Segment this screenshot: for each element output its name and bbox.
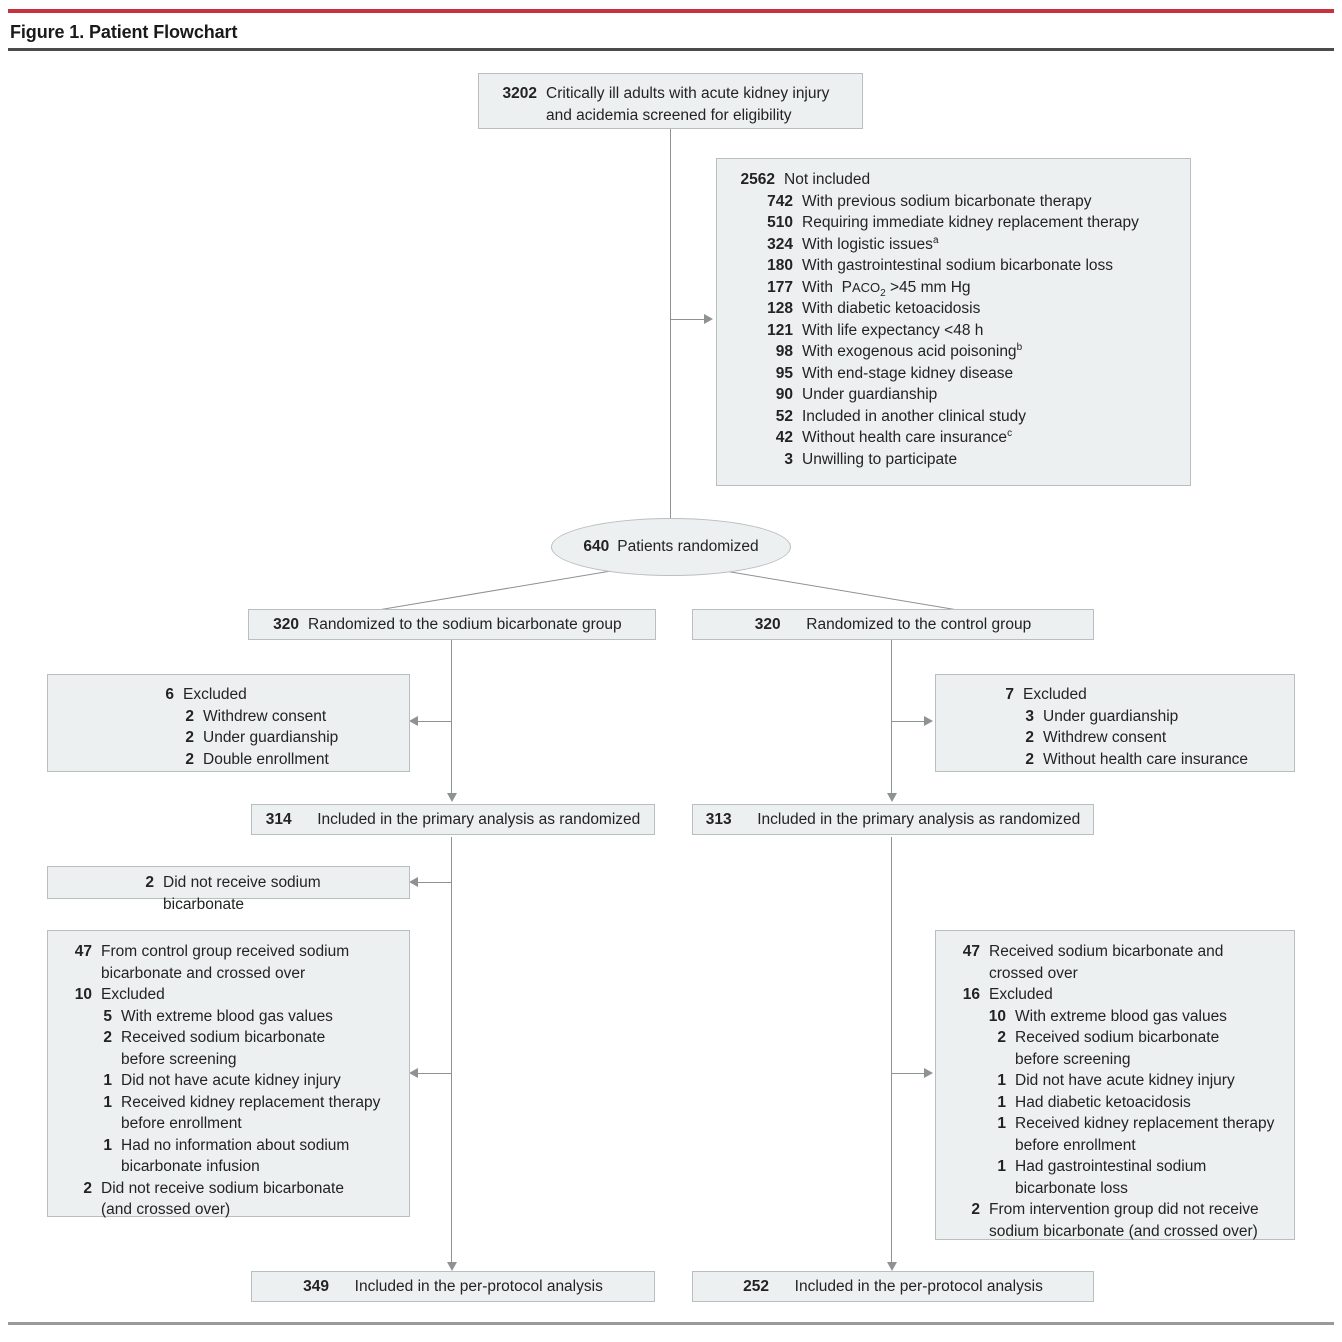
- list-item: 121 With life expectancy <48 h: [767, 321, 984, 339]
- screened-count: 3202: [502, 85, 537, 102]
- not-included-reason-list: 742 With previous sodium bicarbonate the…: [729, 191, 1178, 471]
- connector-split-left: [377, 569, 620, 611]
- not-included-label: Not included: [784, 171, 871, 188]
- arrow-right-perprotocol: [887, 1262, 897, 1271]
- connector-split-right: [721, 570, 965, 612]
- list-item: 742 With previous sodium bicarbonate the…: [767, 192, 1092, 210]
- footer-rule: [8, 1322, 1334, 1325]
- list-item: 1 Did not have acute kidney injury: [103, 1072, 341, 1089]
- list-item: 3 Under guardianship: [1025, 707, 1179, 725]
- box-screened: 3202 Critically ill adults with acute ki…: [478, 73, 863, 129]
- not-included-count: 2562: [740, 171, 775, 188]
- screened-line2: and acidemia screened for eligibility: [546, 106, 792, 124]
- connector-right-excl: [892, 721, 926, 722]
- connector-left-crossover: [418, 1073, 452, 1074]
- list-item: 1 Did not have acute kidney injury: [997, 1072, 1235, 1089]
- box-left-assigned: 320 Randomized to the sodium bicarbonate…: [248, 609, 656, 640]
- list-item: 42 Without health care insurancec: [775, 427, 1013, 446]
- list-item: 90 Under guardianship: [775, 386, 938, 403]
- connector-right-spine-2: [891, 837, 892, 1269]
- connector-right-crossover: [892, 1073, 926, 1074]
- list-item: 2 Double enrollment: [185, 750, 329, 768]
- connector-to-not-included: [670, 319, 706, 320]
- list-item: 95 With end-stage kidney disease: [775, 364, 1014, 382]
- arrow-left-excluded: [409, 716, 418, 726]
- list-item: 1 Had no information about sodium bicarb…: [103, 1136, 350, 1176]
- footnote-ref-c: c: [1007, 427, 1013, 439]
- screened-line1: Critically ill adults with acute kidney …: [546, 85, 830, 102]
- box-right-assigned: 320 Randomized to the control group: [692, 609, 1094, 640]
- list-item: 2 Under guardianship: [185, 729, 339, 746]
- list-item: 1 Received kidney replacement therapy be…: [103, 1093, 381, 1133]
- list-item: 324 With logistic issuesa: [767, 234, 939, 253]
- arrow-right-excluded: [924, 716, 933, 726]
- box-right-excluded: 7 Excluded 3 Under guardianship 2 Withdr…: [935, 674, 1295, 772]
- box-right-primary-analysis: 313 Included in the primary analysis as …: [692, 804, 1094, 835]
- list-item: 2 Withdrew consent: [185, 707, 327, 725]
- arrow-left-not-received: [409, 877, 418, 887]
- footnote-ref-a: a: [932, 234, 939, 246]
- paco2-reason: With PACO2 >45 mm Hg: [802, 278, 971, 299]
- list-item: 180 With gastrointestinal sodium bicarbo…: [767, 257, 1114, 274]
- node-randomized: 640 Patients randomized: [551, 518, 791, 576]
- arrow-right-crossover: [924, 1068, 933, 1078]
- randomized-count: 640: [583, 538, 610, 555]
- box-left-crossover: 47 From control group received sodium bi…: [47, 930, 410, 1218]
- arrow-not-included: [704, 314, 713, 324]
- list-item: 10 With extreme blood gas values: [988, 1007, 1227, 1025]
- box-right-crossover: 47 Received sodium bicarbonate and cross…: [935, 930, 1295, 1240]
- box-left-per-protocol: 349 Included in the per-protocol analysi…: [251, 1271, 655, 1302]
- connector-right-spine-1: [891, 639, 892, 800]
- list-item: 98 With exogenous acid poisoningb: [775, 341, 1023, 360]
- list-item: 128 With diabetic ketoacidosis: [767, 300, 981, 317]
- list-item: 1 Received kidney replacement therapy be…: [997, 1115, 1275, 1154]
- list-item: 2 Received sodium bicarbonate before scr…: [103, 1029, 326, 1068]
- list-item: 2 Received sodium bicarbonate before scr…: [997, 1029, 1220, 1068]
- list-item: 2 Without health care insurance: [1025, 750, 1249, 768]
- list-item: 2 Withdrew consent: [1025, 729, 1167, 746]
- arrow-left-primary: [447, 793, 457, 802]
- list-item: 510 Requiring immediate kidney replaceme…: [767, 214, 1139, 231]
- box-left-not-received: 2 Did not receive sodium bicarbonate: [47, 866, 410, 913]
- page-title: Figure 1. Patient Flowchart: [10, 22, 238, 42]
- list-item: 5 With extreme blood gas values: [103, 1007, 333, 1025]
- box-not-included: 2562 Not included 742 With previous sodi…: [716, 158, 1191, 486]
- box-left-primary-analysis: 314 Included in the primary analysis as …: [251, 804, 655, 835]
- arrow-left-crossover: [409, 1068, 418, 1078]
- connector-left-notreceived: [418, 882, 452, 883]
- connector-left-spine-1: [451, 639, 452, 800]
- box-right-per-protocol: 252 Included in the per-protocol analysi…: [692, 1271, 1094, 1302]
- arrow-right-primary: [887, 793, 897, 802]
- title-rule: [8, 48, 1334, 51]
- list-item: 1 Had gastrointestinal sodium bicarbonat…: [997, 1158, 1207, 1197]
- list-item: 52 Included in another clinical study: [775, 407, 1027, 425]
- list-item: 177 With PACO2 >45 mm Hg: [755, 277, 1178, 299]
- randomized-label: Patients randomized: [617, 538, 759, 555]
- accent-rule-top: [8, 9, 1334, 13]
- list-item: 1 Had diabetic ketoacidosis: [997, 1093, 1191, 1111]
- arrow-left-perprotocol: [447, 1262, 457, 1271]
- footnote-ref-b: b: [1016, 341, 1023, 353]
- connector-screened-down: [670, 128, 671, 530]
- connector-left-excl: [418, 721, 452, 722]
- connector-left-spine-2: [451, 837, 452, 1269]
- box-left-excluded: 6 Excluded 2 Withdrew consent 2 Under gu…: [47, 674, 410, 772]
- list-item: 3 Unwilling to participate: [784, 450, 958, 468]
